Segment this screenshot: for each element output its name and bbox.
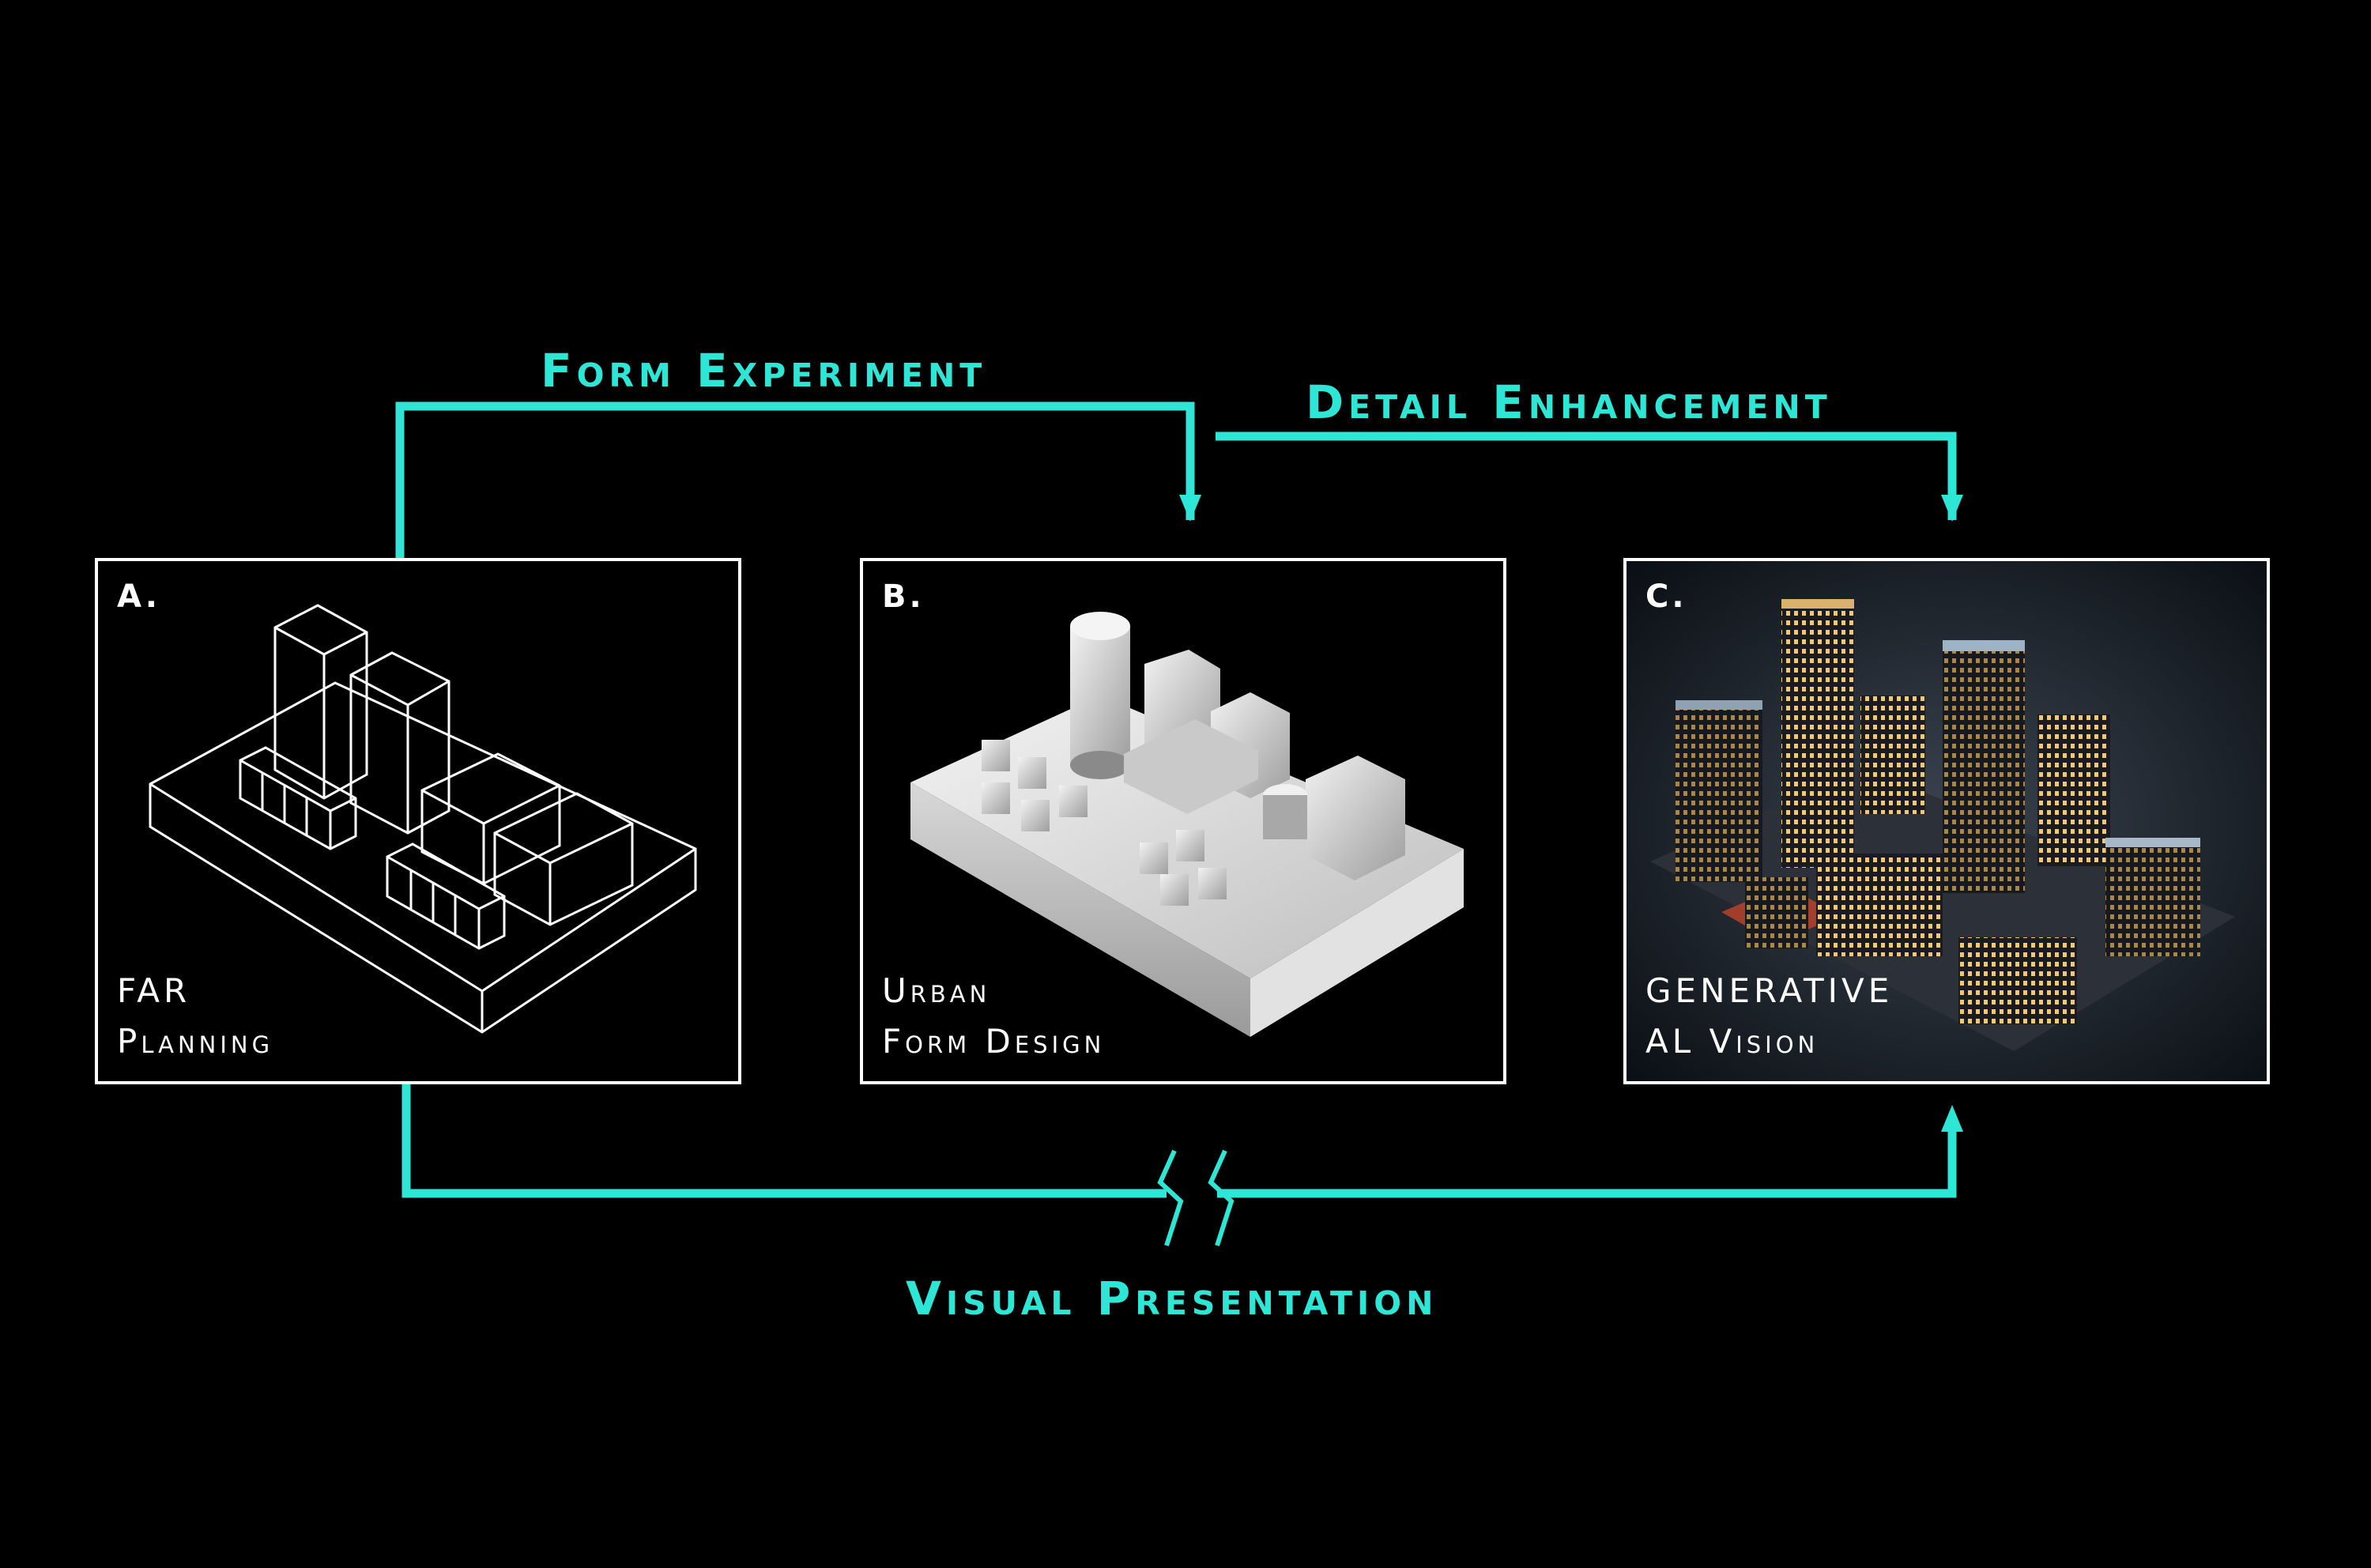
night-city-render-illustration bbox=[1627, 561, 2267, 1081]
clay-massing-illustration bbox=[910, 612, 1464, 1037]
break-mark-right bbox=[1208, 1149, 1235, 1246]
visual-presentation-arrowhead bbox=[1941, 1105, 1963, 1132]
form-experiment-arrowhead bbox=[1179, 495, 1201, 522]
panel-caption-c: GENERATIVE AL Vision bbox=[1645, 966, 1893, 1067]
detail-enhancement-label: Detail Enhancement bbox=[1306, 375, 1832, 429]
detail-enhancement-connector bbox=[1216, 432, 1957, 520]
caption-a-line2: Planning bbox=[117, 1022, 274, 1061]
panel-generative-vision: C. GENERATIVE AL Vision bbox=[1623, 558, 2270, 1084]
detail-enhancement-arrowhead bbox=[1941, 495, 1963, 522]
visual-presentation-label: Visual Presentation bbox=[906, 1272, 1438, 1325]
panel-urban-form-design: B. Urban Form Design bbox=[860, 558, 1506, 1084]
panel-letter-c: C. bbox=[1645, 579, 1687, 615]
panel-caption-a: FAR Planning bbox=[117, 966, 273, 1067]
visual-presentation-connector-left bbox=[401, 1084, 1167, 1198]
form-experiment-label: Form Experiment bbox=[541, 344, 987, 398]
caption-b-line1: Urban bbox=[882, 971, 991, 1010]
panel-caption-b: Urban Form Design bbox=[882, 966, 1105, 1067]
caption-a-line1: FAR bbox=[117, 971, 191, 1010]
panel-far-planning: A. FAR Planning bbox=[95, 558, 741, 1084]
visual-presentation-connector-right bbox=[1217, 1122, 1957, 1198]
caption-c-line2: AL Vision bbox=[1645, 1022, 1819, 1061]
form-experiment-connector bbox=[395, 401, 1195, 558]
wireframe-city-illustration bbox=[149, 604, 697, 1034]
caption-b-line2: Form Design bbox=[882, 1022, 1106, 1061]
panel-letter-b: B. bbox=[882, 579, 925, 615]
break-mark-left bbox=[1157, 1149, 1184, 1246]
caption-c-line1: GENERATIVE bbox=[1645, 971, 1894, 1010]
panel-letter-a: A. bbox=[117, 579, 160, 615]
